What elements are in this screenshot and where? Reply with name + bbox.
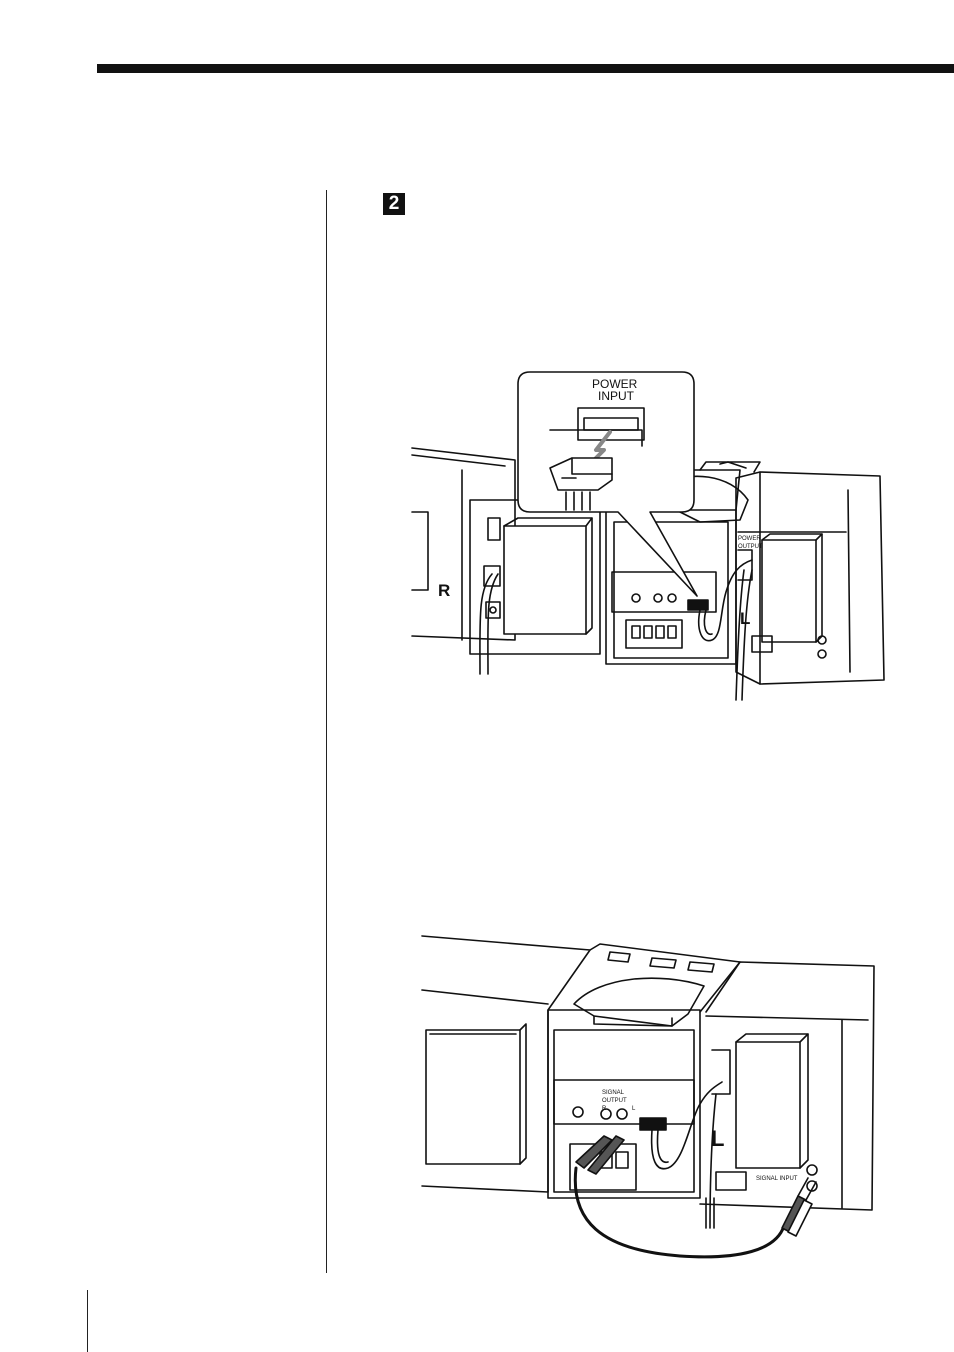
column-divider [326,190,327,1273]
figure-signal-connection: SIGNAL OUTPUT R L L SIGNAL INPUT [421,935,875,1259]
power-output-label-line2: OUTPUT [738,544,763,550]
step-number-badge: 2 [383,193,405,215]
figure-power-connection: R [411,371,885,701]
unit-l-label: L [740,609,750,628]
power-input-callout [517,371,698,597]
right-speaker [411,447,601,675]
header-rule [97,64,954,73]
footer-rule [87,1290,88,1352]
left-speaker-fig2 [699,961,875,1229]
signal-output-channel-r: R [602,1106,607,1112]
right-speaker-fig2 [421,935,591,1193]
power-input-label-line2: INPUT [598,389,635,403]
power-input-label-line1: POWER [592,377,638,391]
center-unit-fig2 [547,943,741,1229]
signal-input-label: SIGNAL INPUT [756,1176,798,1182]
signal-output-label-line2: OUTPUT [602,1098,627,1104]
left-speaker [735,471,885,701]
signal-output-label-line1: SIGNAL [602,1090,625,1096]
signal-output-channel-l: L [632,1106,636,1112]
power-output-label-line1: POWER [738,536,761,542]
center-unit [605,461,761,665]
signal-cable [573,1166,817,1259]
unit-l-label-fig2: L [711,1126,724,1151]
unit-r-label: R [438,581,450,600]
